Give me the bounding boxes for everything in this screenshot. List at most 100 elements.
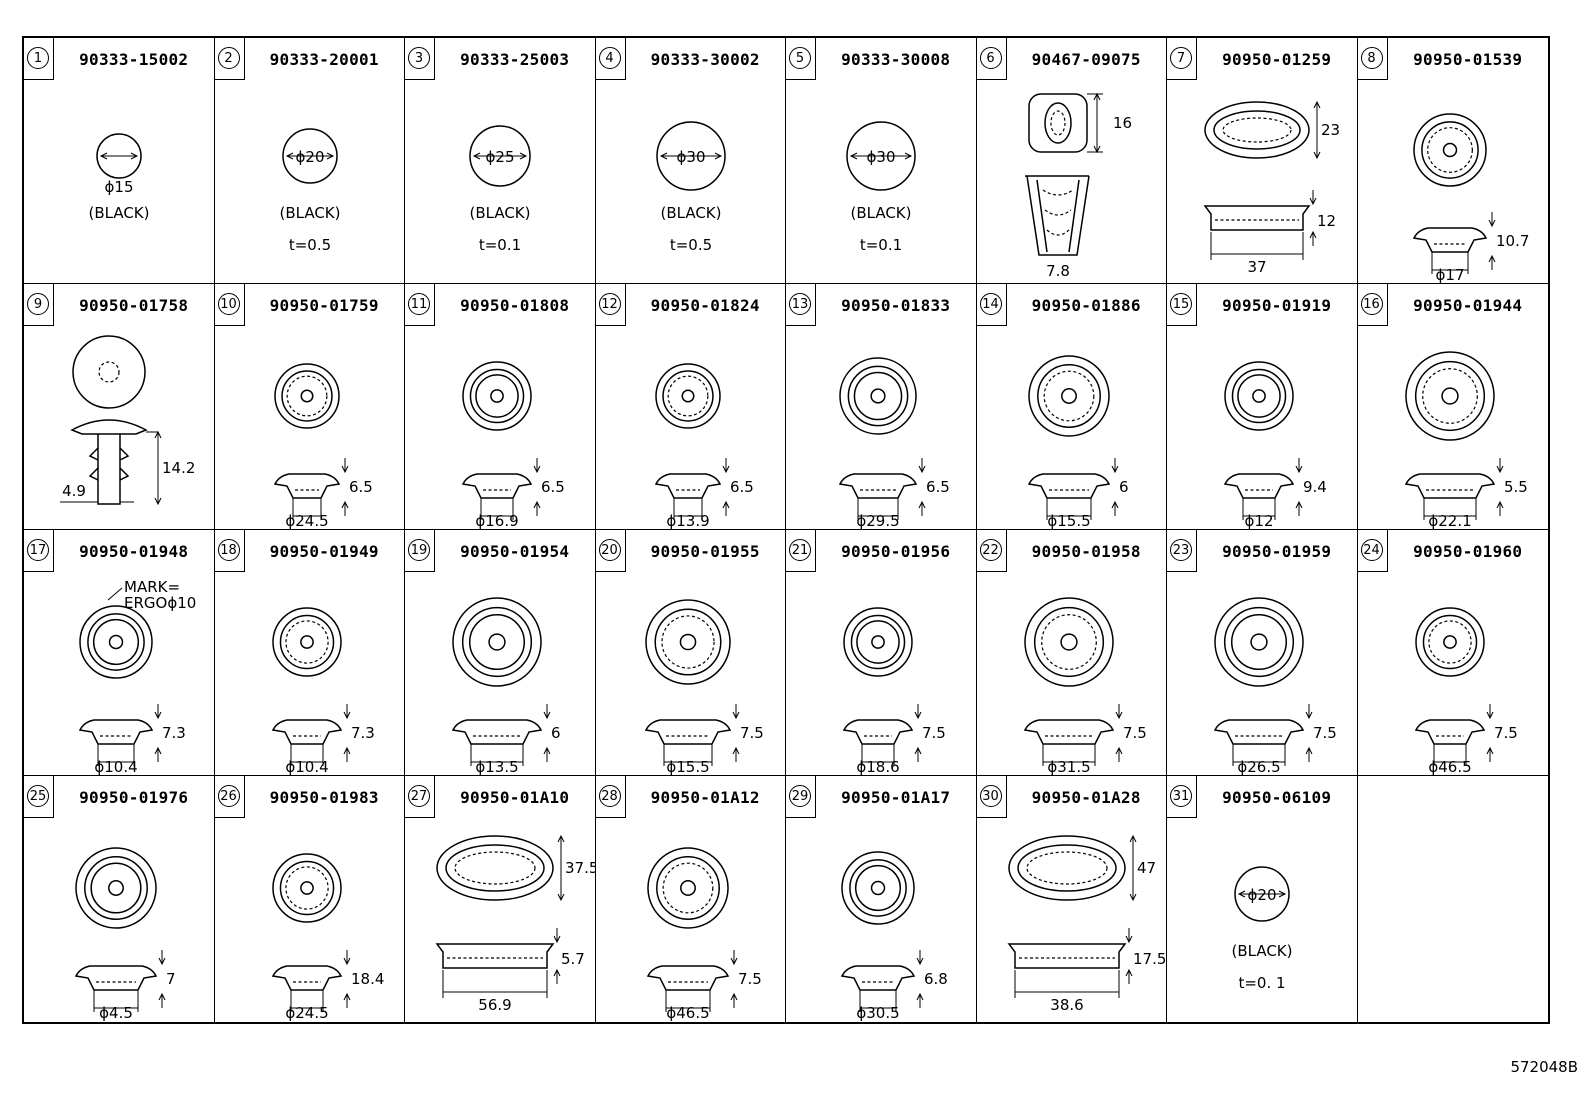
height-label: 7 — [166, 970, 176, 988]
item-number: 16 — [1360, 293, 1383, 315]
width-dim — [1210, 232, 1304, 260]
grommet-side — [1023, 719, 1114, 745]
grommet-side — [74, 965, 158, 991]
item-number: 23 — [1170, 539, 1192, 561]
width-label: 38.6 — [1050, 996, 1083, 1014]
grommet-ring — [461, 606, 533, 678]
grommet-ring — [279, 860, 334, 916]
grommet-hole — [299, 881, 314, 895]
dimension-arrow — [154, 746, 162, 762]
part-number: 90950-01955 — [650, 542, 760, 561]
grommet-side — [271, 719, 342, 745]
grommet-ring — [655, 856, 720, 920]
dimension-arrow — [341, 500, 348, 516]
grommet-hole — [108, 634, 124, 650]
mark-note: MARK= — [124, 578, 180, 596]
grommet-ring — [850, 614, 906, 670]
grommet-outer — [1023, 597, 1114, 687]
disc-outline — [469, 125, 531, 187]
dimension-arrow — [343, 746, 350, 762]
part-number: 90950-01808 — [460, 296, 570, 315]
grommet-inner — [1426, 127, 1473, 173]
part-number: 90950-01758 — [79, 296, 189, 315]
part-number-box: 30 — [976, 776, 1007, 818]
height-label: 14.2 — [162, 459, 195, 477]
diameter-dim — [1423, 498, 1476, 520]
part-number: 90950-01A10 — [460, 788, 570, 807]
height-label: 7.5 — [740, 724, 764, 742]
diameter-line — [285, 152, 334, 160]
part-number-box: 12 — [595, 284, 626, 326]
dimension-arrow — [732, 704, 739, 720]
part-drawing: 167.8 — [1024, 92, 1132, 280]
grommet-hole — [871, 635, 885, 649]
oval-outer — [1204, 101, 1310, 159]
grommet-side — [838, 473, 918, 499]
oval-side — [435, 943, 555, 969]
oval-inner — [1213, 110, 1301, 150]
grommet-ring — [84, 856, 148, 920]
part-number: 90950-01759 — [269, 296, 379, 315]
dimension-arrow — [533, 458, 541, 474]
dimension-arrow — [341, 458, 348, 474]
empty-cell — [1358, 776, 1549, 1022]
part-number-box: 16 — [1357, 284, 1388, 326]
part-number-box: 8 — [1357, 38, 1388, 80]
dimension-arrow — [916, 992, 924, 1008]
grommet-ring — [661, 370, 714, 422]
height-dim — [146, 430, 162, 506]
part-number: 90333-20001 — [269, 50, 379, 69]
grommet-inner — [856, 620, 900, 664]
grommet-outer — [79, 605, 153, 679]
height-label: 7.5 — [1313, 724, 1337, 742]
grommet-hole — [679, 633, 696, 651]
height-label: 18.4 — [351, 970, 384, 988]
part-number: 90950-01A17 — [841, 788, 951, 807]
diameter-line — [1237, 890, 1287, 898]
grommet-side — [1027, 473, 1110, 499]
diameter-dim — [861, 744, 895, 766]
grommet-ring — [469, 368, 525, 424]
item-number: 15 — [1170, 293, 1192, 315]
part-number-box: 7 — [1167, 38, 1197, 80]
grommet-hole — [1442, 635, 1457, 649]
part-drawing: ϕ20(BLACK)t=0.5 — [279, 128, 340, 254]
part-number: 90950-01948 — [79, 542, 189, 561]
part-drawing: ϕ30(BLACK)t=0.1 — [846, 121, 916, 254]
grommet-outer — [843, 607, 913, 677]
color-note: (BLACK) — [850, 204, 911, 222]
diameter-label: ϕ20 — [1248, 886, 1277, 904]
diameter-label: ϕ13.5 — [475, 758, 518, 776]
clip-body — [1024, 175, 1090, 256]
grommet-inner — [853, 371, 903, 421]
height-label: 6.5 — [541, 478, 565, 496]
diameter-dim — [292, 498, 321, 520]
diameter-line — [659, 152, 722, 160]
grommet-side — [1412, 227, 1487, 253]
part-number-box: 10 — [214, 284, 245, 326]
diameter-dim — [1042, 744, 1095, 766]
diameter-dim — [290, 990, 323, 1012]
grommet-outer — [273, 363, 340, 429]
grommet-side — [273, 473, 340, 499]
part-number-box: 18 — [214, 530, 245, 572]
grommet-outer — [644, 599, 731, 685]
